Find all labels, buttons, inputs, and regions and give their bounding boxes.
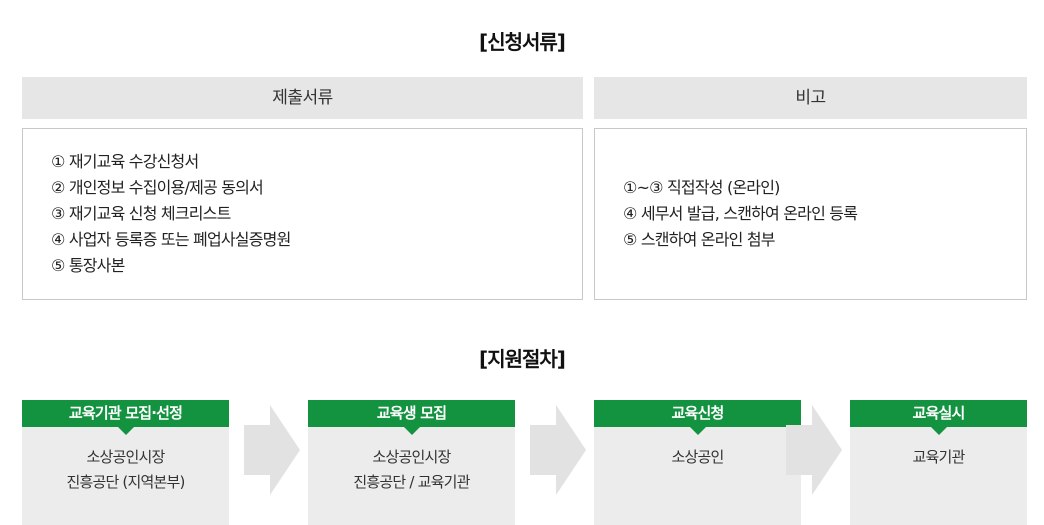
procedure-step-1: 교육기관 모집·선정 소상공인시장 진흥공단 (지역본부) xyxy=(22,400,229,525)
step-title: 교육기관 모집·선정 xyxy=(22,400,229,427)
step-pointer-icon xyxy=(931,427,947,435)
step-description: 소상공인시장 진흥공단 (지역본부) xyxy=(22,427,229,495)
step-line: 소상공인시장 xyxy=(86,448,165,466)
arrow-right-icon xyxy=(786,405,842,495)
step-line: 진흥공단 (지역본부) xyxy=(66,473,185,491)
step-line: 소상공인 xyxy=(671,448,724,466)
documents-list: ① 재기교육 수강신청서 ② 개인정보 수집이용/제공 동의서 ③ 재기교육 신… xyxy=(51,149,291,279)
arrow-right-icon xyxy=(244,405,300,495)
step-line: 교육기관 xyxy=(912,448,965,466)
arrow-right-icon xyxy=(530,405,586,495)
documents-box: ① 재기교육 수강신청서 ② 개인정보 수집이용/제공 동의서 ③ 재기교육 신… xyxy=(22,128,583,300)
step-title: 교육실시 xyxy=(850,400,1027,427)
remark-item: ①~③ 직접작성 (온라인) xyxy=(623,178,780,197)
document-item: ⑤ 통장사본 xyxy=(51,256,125,275)
remark-item: ④ 세무서 발급, 스캔하여 온라인 등록 xyxy=(623,204,858,223)
step-pointer-icon xyxy=(404,427,420,435)
step-line: 소상공인시장 xyxy=(372,448,451,466)
step-pointer-icon xyxy=(690,427,706,435)
documents-section-title: [신청서류] xyxy=(479,30,566,54)
remark-item: ⑤ 스캔하여 온라인 첨부 xyxy=(623,230,775,249)
step-description: 소상공인 xyxy=(594,427,801,470)
document-item: ② 개인정보 수집이용/제공 동의서 xyxy=(51,178,264,197)
document-item: ① 재기교육 수강신청서 xyxy=(51,152,199,171)
step-title: 교육생 모집 xyxy=(308,400,515,427)
step-description: 교육기관 xyxy=(850,427,1027,470)
document-item: ④ 사업자 등록증 또는 폐업사실증명원 xyxy=(51,230,291,249)
remarks-box: ①~③ 직접작성 (온라인) ④ 세무서 발급, 스캔하여 온라인 등록 ⑤ 스… xyxy=(594,128,1027,300)
procedure-step-2: 교육생 모집 소상공인시장 진흥공단 / 교육기관 xyxy=(308,400,515,525)
procedure-step-3: 교육신청 소상공인 xyxy=(594,400,801,525)
procedure-section-title: [지원절차] xyxy=(479,347,566,371)
step-title: 교육신청 xyxy=(594,400,801,427)
remarks-list: ①~③ 직접작성 (온라인) ④ 세무서 발급, 스캔하여 온라인 등록 ⑤ 스… xyxy=(623,175,858,253)
document-item: ③ 재기교육 신청 체크리스트 xyxy=(51,204,231,223)
procedure-step-4: 교육실시 교육기관 xyxy=(850,400,1027,525)
step-description: 소상공인시장 진흥공단 / 교육기관 xyxy=(308,427,515,495)
step-pointer-icon xyxy=(118,427,134,435)
documents-header: 제출서류 xyxy=(22,77,583,119)
step-line: 진흥공단 / 교육기관 xyxy=(353,473,470,491)
remarks-header: 비고 xyxy=(594,77,1027,119)
